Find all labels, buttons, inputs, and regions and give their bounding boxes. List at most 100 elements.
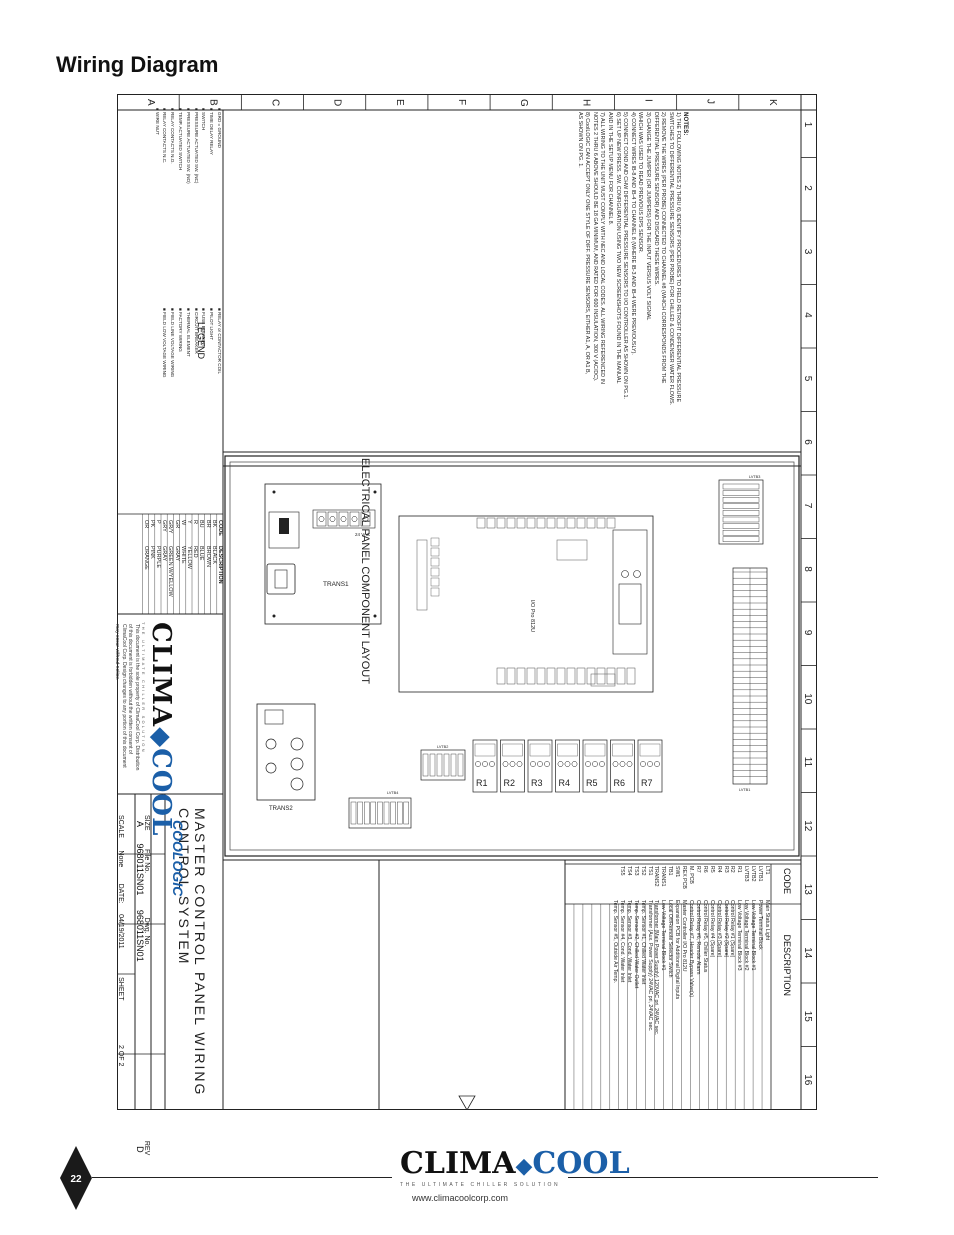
note-line: 2) REMOVE THE WIRES (PER PROBE) CONNECTE… — [660, 112, 667, 384]
component-table-row: LVTB1Power Terminal Block — [756, 866, 763, 1035]
color-code-row: OR ORANGE — [142, 520, 149, 597]
controller-label: I/O Pro 812U — [529, 600, 535, 632]
note-line: 4) CONNECT WIRES IB-8 AND IB-4 TO CHANNE… — [629, 112, 636, 355]
page-number: 22 — [70, 1174, 82, 1185]
grid-row-letter: H — [580, 99, 591, 106]
notes-heading: NOTES: — [682, 112, 689, 136]
title-block-fields-row2: SCALE None DATE: 04/19/2011 SHEET 2 OF 2 — [114, 815, 132, 1066]
color-code-code: Y — [185, 520, 192, 524]
grid-row-letter: I — [643, 99, 654, 102]
controller-pcb — [398, 515, 654, 693]
trans2-component — [256, 703, 316, 801]
brand-drop-icon: ◆ — [146, 727, 176, 749]
component-table-row: SW1Expansion PCB for Additional Digital … — [673, 866, 680, 1035]
relay-label: R2 — [504, 778, 516, 788]
color-code-row: WWHITE — [180, 520, 186, 597]
footer-website-link[interactable]: www.climacoolcorp.com — [412, 1193, 509, 1203]
component-description: Power Terminal Block — [757, 900, 764, 950]
component-table-row: TRANS1Low Voltage Terminal Block #1 — [660, 866, 667, 1035]
component-code: TS1 — [646, 866, 653, 876]
component-code: R3 — [722, 866, 729, 873]
footer-brand-drop-icon: ◆ — [515, 1153, 533, 1179]
color-code-description: ORANGE — [142, 546, 149, 570]
component-code: R1 — [736, 866, 743, 873]
color-code-code: OR — [142, 520, 149, 529]
drawing-title-line1: MASTER CONTROL PANEL WIRING — [192, 808, 208, 1097]
footer-brand-right: COOL — [532, 1146, 630, 1181]
legend-item: ■ FIELD LOW VOLTAGE WIRING — [162, 308, 168, 378]
color-code-code: GRY — [161, 520, 168, 532]
component-description: Expansion PCB for Additional Digital Inp… — [674, 900, 681, 1000]
relay-label: R5 — [586, 778, 598, 788]
lvtb3-label: LVTB3 — [749, 475, 760, 479]
component-description: Transformer (Aux. Power Supply) 24VAC pr… — [646, 900, 653, 1032]
component-table-row: M. PCB Control Relay #7, Header Bypass Va… — [687, 866, 694, 1035]
component-table-row: TRANS2Transformer (Main Power Supply) 12… — [653, 866, 660, 1035]
note-line: 3) CHANGE THE JUMPER (OR JUMPERS) FOR TH… — [645, 112, 652, 321]
color-code-code: GR/Y — [167, 520, 174, 534]
grid-column-number: 2 — [802, 185, 813, 191]
relay-label: R4 — [559, 778, 571, 788]
legend-right: ■ RELAY or CONTACTOR COIL■ PILOT LIGHT■ … — [161, 308, 223, 377]
color-code-description: GREEN W/YELLOW — [167, 546, 174, 597]
title-block-notice: This document is the sole property of Cl… — [114, 624, 141, 771]
component-table-code-header: CODE — [782, 868, 792, 895]
lvtb2-block — [420, 749, 466, 781]
notes-block: NOTES: 1) THE FOLLOWING NOTES 2) THRU 6)… — [575, 112, 689, 405]
legend-item: ■ PILOT LIGHT — [209, 308, 215, 341]
component-table-row: TB1Local Off/Remote Selector Switch — [666, 866, 673, 1035]
color-code-code: PK — [148, 520, 155, 528]
color-code-code: W — [179, 520, 186, 526]
legend-item: ■ THERMAL ELEMENT — [185, 308, 191, 357]
component-description: Control Relay #2 (Spare) — [722, 900, 729, 958]
trans1-rating: 24 VAC — [355, 532, 371, 537]
date-value: 04/19/2011 — [117, 914, 124, 949]
component-code: TS5 — [618, 866, 625, 876]
date-label: DATE: — [117, 883, 124, 904]
relay-r1: R1 — [472, 739, 498, 793]
component-description: Low Voltage Terminal Block #1 — [660, 900, 667, 971]
legend-item: ■ FACTORY WIRING — [178, 308, 184, 352]
component-table-row: R7Control Relay #6, Remote Alarm — [694, 866, 701, 1035]
component-description: Control Relay #5, Chiller Status — [701, 900, 708, 973]
footer-rule-left — [92, 1177, 392, 1178]
lvtb3-block — [718, 479, 764, 545]
component-code: M. PCB — [688, 866, 695, 884]
component-description: Control Relay #3 (Spare) — [715, 900, 722, 958]
legend-heading: LEGEND — [196, 322, 206, 360]
relay-r7: R7 — [637, 739, 663, 793]
note-line: NOTES 2 THRU 6 ABOVE SHOULD BE 18 GA MIN… — [591, 112, 598, 382]
relay-r6: R6 — [610, 739, 635, 793]
file-value: 968011SN01 — [135, 843, 145, 896]
component-description: Low Voltage Terminal Block #1 — [750, 900, 757, 971]
component-table-frame — [564, 863, 802, 1110]
component-table-row: R5Control Relay #4 (Spare) — [708, 866, 715, 1035]
component-description: Control Relay #4 (Spare) — [708, 900, 715, 958]
grid-column-number: 14 — [802, 947, 813, 959]
color-code-row: PKPINK — [149, 520, 155, 597]
color-code-description: BROWN — [204, 546, 211, 568]
component-description: Transformer (Main Power Supply) 120VAC p… — [653, 900, 660, 1036]
color-code-description: BLACK — [210, 546, 217, 565]
note-line: 6) SET UP NEW PRESS. SW. CONFIGURATION U… — [614, 112, 621, 384]
lvtb4-block — [348, 797, 412, 829]
color-code-code: BU — [198, 520, 205, 528]
component-description: Control Relay #7, Header Bypass Valve(s) — [688, 900, 695, 998]
title-block-values-row1: A 968011SN01 968011SN01 D — [132, 815, 150, 1153]
component-description: Temp. Sensor #5, Outside Air Temp. — [612, 900, 619, 983]
color-code-row: GR/Y GREEN W/YELLOW — [167, 520, 173, 597]
color-code-description-header: DESCRIPTION — [217, 546, 223, 584]
component-code: REX PCB — [681, 866, 688, 889]
grid-column-number: 10 — [802, 693, 813, 705]
grid-row-letter: A — [145, 99, 156, 106]
color-code-header: CODEDESCRIPTION — [217, 520, 223, 597]
note-line: 7) ALL WIRING TO THE UNIT MUST COMPLY WI… — [599, 112, 606, 384]
note-line: DIFFERENTIAL PRESSURE SENSOR) AND DISCAR… — [652, 112, 659, 286]
component-table-row: R4Control Relay #3 (Spare) — [715, 866, 722, 1035]
grid-column-number: 11 — [802, 757, 813, 768]
panel-backplate — [229, 461, 795, 851]
component-description: Temp. Sensor #3, Cond. Water Inlet — [625, 900, 632, 983]
